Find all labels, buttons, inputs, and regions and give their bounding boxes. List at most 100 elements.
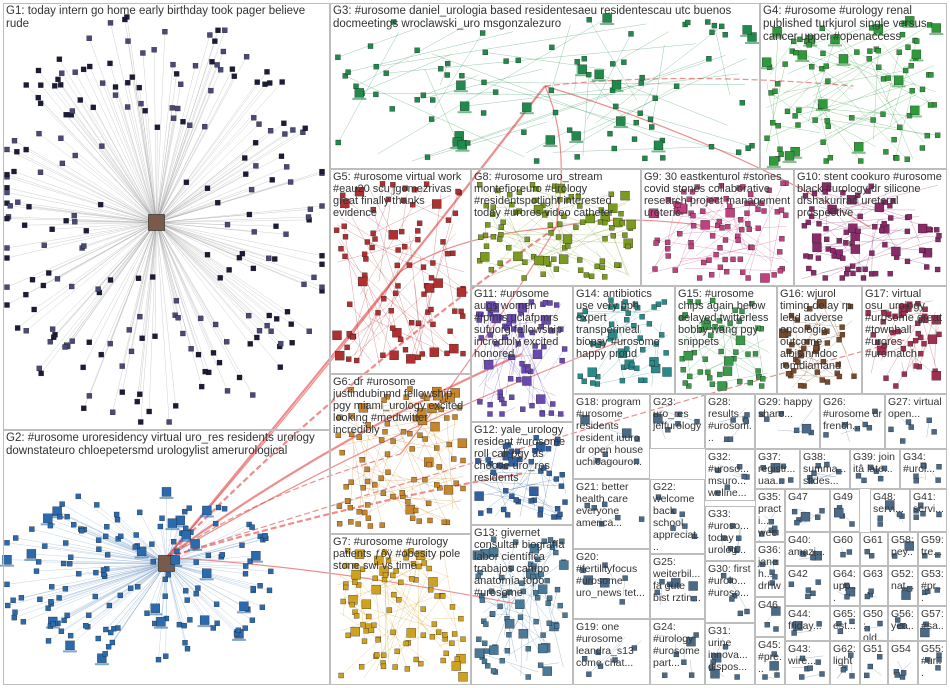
user-node[interactable] xyxy=(159,515,165,521)
user-node[interactable] xyxy=(724,484,731,490)
user-node[interactable] xyxy=(528,498,534,504)
user-node[interactable] xyxy=(812,242,822,253)
user-node[interactable] xyxy=(47,339,53,345)
user-node[interactable] xyxy=(253,163,259,169)
user-node[interactable] xyxy=(215,504,222,511)
user-node[interactable] xyxy=(478,510,484,516)
user-node[interactable] xyxy=(734,674,740,680)
user-node[interactable] xyxy=(105,644,112,650)
user-node[interactable] xyxy=(778,411,784,417)
user-node[interactable] xyxy=(175,315,181,321)
user-node[interactable] xyxy=(554,506,561,512)
user-node[interactable] xyxy=(590,341,596,347)
user-node[interactable] xyxy=(414,97,420,103)
user-node[interactable] xyxy=(356,434,362,440)
user-node[interactable] xyxy=(845,266,851,272)
user-node[interactable] xyxy=(880,319,886,325)
user-node[interactable] xyxy=(638,516,645,522)
user-node[interactable] xyxy=(373,91,379,98)
user-node[interactable] xyxy=(437,485,443,491)
user-node[interactable] xyxy=(542,300,549,306)
user-node[interactable] xyxy=(502,451,512,461)
user-node[interactable] xyxy=(183,179,190,185)
user-node[interactable] xyxy=(824,340,831,346)
user-node[interactable] xyxy=(108,629,114,636)
user-node[interactable] xyxy=(686,636,696,647)
user-node[interactable] xyxy=(672,267,678,273)
user-node[interactable] xyxy=(162,29,168,35)
user-node[interactable] xyxy=(795,122,801,128)
user-node[interactable] xyxy=(204,252,211,258)
user-node[interactable] xyxy=(722,237,729,243)
user-node[interactable] xyxy=(718,183,725,189)
user-node[interactable] xyxy=(544,577,550,584)
user-node[interactable] xyxy=(602,13,612,23)
user-node[interactable] xyxy=(779,236,785,242)
user-node[interactable] xyxy=(813,345,819,351)
user-node[interactable] xyxy=(710,659,716,665)
user-node[interactable] xyxy=(440,657,446,664)
user-node[interactable] xyxy=(855,192,861,198)
user-node[interactable] xyxy=(864,625,870,632)
user-node[interactable] xyxy=(138,100,144,107)
user-node[interactable] xyxy=(810,554,816,561)
user-node[interactable] xyxy=(380,663,387,670)
user-node[interactable] xyxy=(773,529,779,536)
user-node[interactable] xyxy=(808,213,815,219)
user-node[interactable] xyxy=(561,213,567,219)
user-node[interactable] xyxy=(844,271,850,277)
user-node[interactable] xyxy=(558,326,564,332)
user-node[interactable] xyxy=(532,343,538,349)
user-node[interactable] xyxy=(580,415,590,425)
user-node[interactable] xyxy=(823,432,829,438)
user-node[interactable] xyxy=(499,574,505,581)
user-node[interactable] xyxy=(546,595,553,601)
user-node[interactable] xyxy=(477,399,483,405)
user-node[interactable] xyxy=(409,446,415,452)
user-node[interactable] xyxy=(676,411,682,418)
user-node[interactable] xyxy=(923,621,929,627)
user-node[interactable] xyxy=(777,249,783,255)
user-node[interactable] xyxy=(660,155,666,161)
user-node[interactable] xyxy=(515,599,525,609)
user-node[interactable] xyxy=(146,408,152,415)
user-node[interactable] xyxy=(454,656,460,662)
user-node[interactable] xyxy=(717,264,724,270)
user-node[interactable] xyxy=(239,250,246,257)
user-node[interactable] xyxy=(532,349,543,359)
user-node[interactable] xyxy=(727,546,734,552)
user-node[interactable] xyxy=(390,493,396,500)
user-node[interactable] xyxy=(860,275,867,281)
user-node[interactable] xyxy=(910,105,920,116)
user-node[interactable] xyxy=(424,154,431,160)
user-node[interactable] xyxy=(362,509,368,516)
user-node[interactable] xyxy=(873,24,884,34)
user-node[interactable] xyxy=(167,518,178,528)
user-node[interactable] xyxy=(173,298,180,304)
user-node[interactable] xyxy=(610,233,616,239)
user-node[interactable] xyxy=(358,403,369,413)
user-node[interactable] xyxy=(715,490,721,496)
user-node[interactable] xyxy=(418,660,424,667)
user-node[interactable] xyxy=(236,255,243,261)
user-node[interactable] xyxy=(403,554,409,561)
user-node[interactable] xyxy=(367,43,374,49)
user-node[interactable] xyxy=(602,274,608,280)
user-node[interactable] xyxy=(688,243,694,250)
user-node[interactable] xyxy=(550,401,556,407)
user-node[interactable] xyxy=(187,122,193,128)
user-node[interactable] xyxy=(858,158,864,164)
user-node[interactable] xyxy=(928,72,934,78)
user-node[interactable] xyxy=(127,585,134,591)
user-node[interactable] xyxy=(905,44,911,50)
user-node[interactable] xyxy=(805,324,811,331)
user-node[interactable] xyxy=(428,577,438,587)
user-node[interactable] xyxy=(580,567,586,574)
user-node[interactable] xyxy=(745,145,751,151)
user-node[interactable] xyxy=(372,575,378,582)
user-node[interactable] xyxy=(565,243,571,249)
user-node[interactable] xyxy=(519,580,525,586)
user-node[interactable] xyxy=(378,475,384,481)
user-node[interactable] xyxy=(552,540,558,547)
user-node[interactable] xyxy=(506,589,513,595)
